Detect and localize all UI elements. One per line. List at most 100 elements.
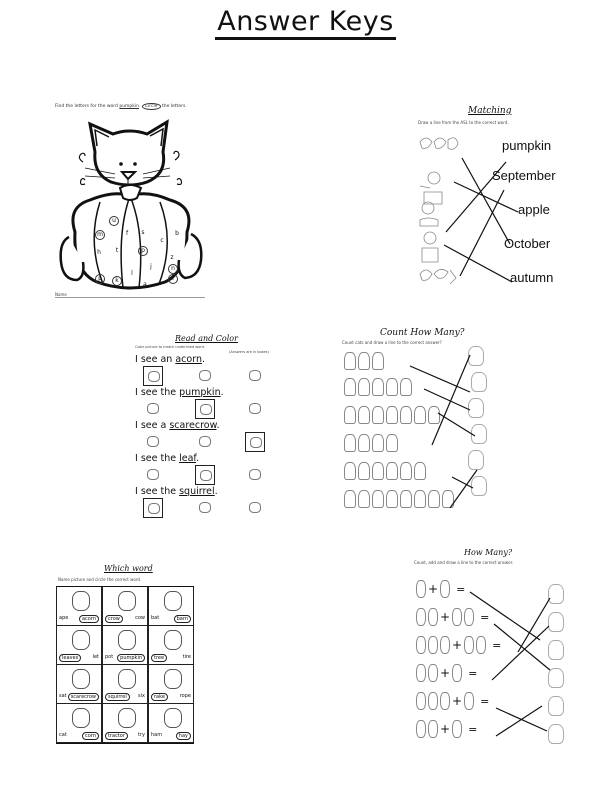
- cat-icon: [400, 378, 412, 396]
- hand-number-icon: [548, 640, 564, 660]
- answer-picture-boxed: [143, 498, 163, 518]
- cat-icon: [386, 378, 398, 396]
- count-row: [344, 406, 440, 424]
- cat-icon: [386, 434, 398, 452]
- picture: [143, 432, 161, 450]
- word-choice: tractor: [105, 732, 128, 740]
- match-word-pumpkin: pumpkin: [502, 138, 552, 153]
- cat-icon: [416, 692, 426, 710]
- count-title: Count How Many?: [380, 328, 465, 338]
- word-choice: ape: [59, 615, 69, 621]
- equals-sign: =: [468, 666, 478, 680]
- cat-icon: [428, 406, 440, 424]
- picture: [195, 432, 213, 450]
- picture: [143, 465, 161, 483]
- item-icon: [452, 720, 463, 738]
- cat-icon: [442, 490, 454, 508]
- picture-icon: [249, 403, 261, 414]
- cat-icon: [416, 636, 426, 654]
- word-choice: acorn: [78, 615, 99, 623]
- matching-title: Matching: [468, 106, 512, 116]
- instr-circle: Circle: [141, 103, 161, 110]
- picture-icon: [148, 371, 160, 382]
- answer-picture-boxed: [143, 366, 163, 386]
- picture-icon: [147, 469, 159, 480]
- plus-sign: +: [452, 638, 463, 652]
- cat-icon: [414, 462, 426, 480]
- picture: [195, 498, 213, 516]
- picture: [143, 399, 161, 417]
- picture: [245, 465, 263, 483]
- how-many-answer-lines: [469, 591, 551, 737]
- picture-icon: [118, 669, 136, 689]
- equals-sign: =: [456, 582, 466, 596]
- cat-icon: [358, 406, 370, 424]
- word-choice: ham: [151, 732, 163, 738]
- sentence-period: .: [216, 420, 220, 431]
- picture-row: [137, 432, 267, 452]
- asl-signs: [419, 137, 459, 285]
- word-choice: tree: [151, 654, 168, 662]
- hand-number-icon: [468, 346, 484, 366]
- hand-number-icon: [471, 476, 487, 496]
- cat-icon: [386, 406, 398, 424]
- which-word-cell: tree tire: [148, 626, 194, 665]
- picture-icon: [72, 591, 90, 611]
- sentence-period: .: [201, 354, 205, 365]
- pumpkin-letter: u: [109, 216, 119, 226]
- matching-instruction: Draw a line from the ASL to the correct …: [418, 120, 509, 125]
- sentence-text: I see an: [135, 354, 176, 365]
- hand-number-icon: [548, 612, 564, 632]
- picture-icon: [147, 436, 159, 447]
- count-row: [344, 378, 412, 396]
- sentence-word: squirrel: [179, 486, 215, 497]
- cat-icon: [416, 664, 426, 682]
- cat-icon: [428, 720, 438, 738]
- sentence: I see a scarecrow.: [135, 420, 220, 431]
- picture-icon: [199, 436, 211, 447]
- matching-answer-lines: [443, 157, 519, 283]
- panel-pumpkin-cat: Find the letters for the word pumpkin. C…: [55, 103, 215, 299]
- cat-icon: [416, 580, 426, 598]
- panel-which-word: Which word Name picture and circle the c…: [56, 564, 196, 744]
- picture-icon: [200, 404, 212, 415]
- word-choice: try: [138, 732, 145, 738]
- cat-icon: [344, 462, 356, 480]
- answer-picture-boxed: [195, 399, 215, 419]
- picture-icon: [249, 370, 261, 381]
- cat-icon: [344, 352, 356, 370]
- cat-icon: [344, 406, 356, 424]
- count-row: [344, 434, 398, 452]
- picture-icon: [72, 630, 90, 650]
- equation-row: +=: [416, 692, 489, 710]
- cat-icon: [428, 490, 440, 508]
- which-word-cell: tractor try: [102, 704, 148, 743]
- equation-row: +=: [416, 664, 477, 682]
- sentence-word: scarecrow: [169, 420, 217, 431]
- hand-number-icon: [471, 372, 487, 392]
- pumpkin-letter: m: [95, 230, 105, 240]
- picture-icon: [164, 630, 182, 650]
- hand-number-icon: [548, 584, 564, 604]
- match-word-autumn: autumn: [510, 270, 554, 285]
- hand-number-icon: [468, 450, 484, 470]
- sentence-word: leaf: [179, 453, 197, 464]
- word-choice: leaves: [59, 654, 82, 662]
- picture-icon: [148, 503, 160, 514]
- picture-icon: [164, 669, 182, 689]
- how-many-title: How Many?: [464, 548, 513, 557]
- pumpkin-letter: h: [97, 249, 101, 256]
- hand-number-icon: [548, 696, 564, 716]
- word-choice: tire: [182, 654, 191, 660]
- cat-icon: [358, 462, 370, 480]
- sentence: I see the leaf.: [135, 453, 199, 464]
- item-icon: [464, 636, 475, 654]
- picture-row: [137, 366, 267, 386]
- pumpkin-letter: n: [168, 264, 178, 274]
- word-choice: rope: [179, 693, 191, 699]
- picture: [245, 399, 263, 417]
